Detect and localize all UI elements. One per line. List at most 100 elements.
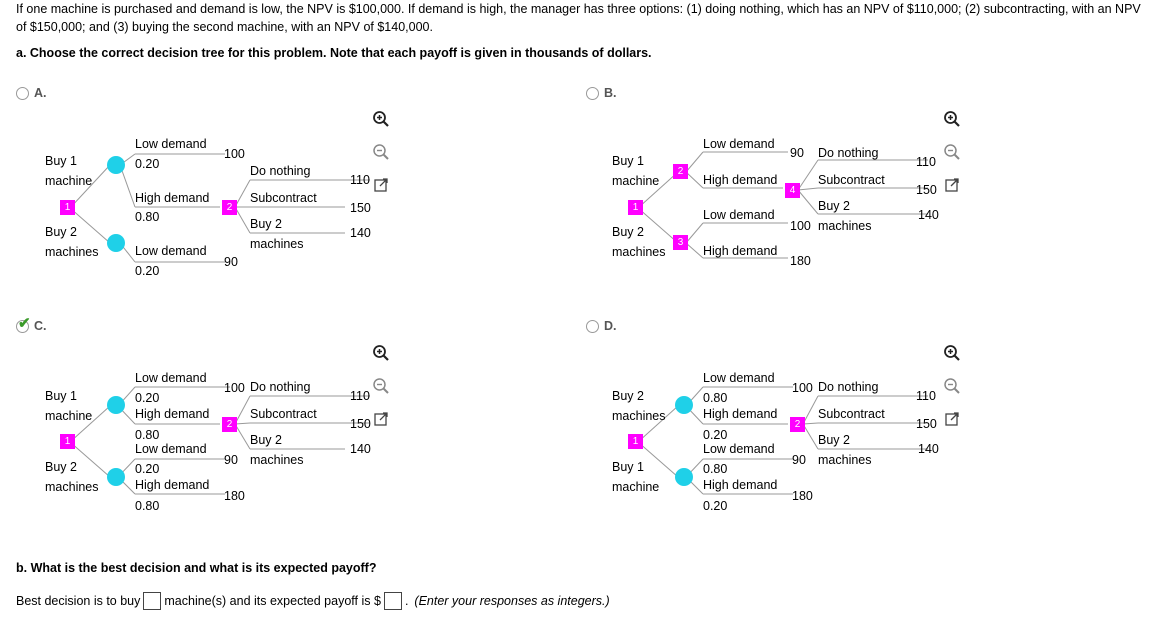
tree-d-v90: 90 xyxy=(792,453,806,467)
tree-d-v140: 140 xyxy=(918,442,939,456)
tree-a-high1: High demand xyxy=(135,191,210,205)
open-new-window-icon[interactable] xyxy=(943,410,961,428)
tree-c-lines xyxy=(69,386,370,495)
part-b-question: b. What is the best decision and what is… xyxy=(16,561,377,575)
zoom-out-icon[interactable] xyxy=(943,377,961,395)
answer-pre-text: Best decision is to buy xyxy=(16,594,141,608)
tree-a-buy2b: Buy 2 xyxy=(250,217,282,231)
zoom-out-icon[interactable] xyxy=(372,377,390,395)
tree-b-high2: High demand xyxy=(703,244,778,258)
tree-c-buy2: Buy 2 xyxy=(45,460,77,474)
tree-d-buy1: Buy 1 xyxy=(612,460,644,474)
tree-b-v140: 140 xyxy=(918,208,939,222)
tree-c-buy2b: Buy 2 xyxy=(250,433,282,447)
zoom-out-icon[interactable] xyxy=(943,143,961,161)
zoom-in-icon[interactable] xyxy=(372,110,390,128)
tree-d-low1: Low demand xyxy=(703,371,775,385)
decision-tree-c: Buy 1 machine Buy 2 machines 1 Low deman… xyxy=(40,344,580,554)
tree-c-decision-node-1: 1 xyxy=(60,434,75,449)
tree-b-machines: machines xyxy=(612,245,666,259)
tree-d-high1: High demand xyxy=(703,407,778,421)
tree-c-v140: 140 xyxy=(350,442,371,456)
tree-c-v110: 110 xyxy=(350,389,370,403)
answer-mid-text: machine(s) and its expected payoff is $ xyxy=(164,594,381,608)
tree-b-nothing: Do nothing xyxy=(818,146,879,160)
part-a-question: a. Choose the correct decision tree for … xyxy=(16,46,652,60)
tree-a-buy2: Buy 2 xyxy=(45,225,77,239)
tree-d-p-high1: 0.20 xyxy=(703,428,728,442)
tree-a-p-low1: 0.20 xyxy=(135,157,160,171)
tree-c-v180: 180 xyxy=(224,489,245,503)
tree-a-v150: 150 xyxy=(350,201,371,215)
tree-c-v90: 90 xyxy=(224,453,238,467)
tree-a-v110: 110 xyxy=(350,173,370,187)
zoom-in-icon[interactable] xyxy=(943,344,961,362)
tree-b-high1: High demand xyxy=(703,173,778,187)
tree-b-v90: 90 xyxy=(790,146,804,160)
option-a-radio[interactable] xyxy=(16,87,29,100)
tree-b-low2: Low demand xyxy=(703,208,775,222)
tree-c-nothing: Do nothing xyxy=(250,380,311,394)
tree-d-v150: 150 xyxy=(916,417,937,431)
tree-b-subcontract: Subcontract xyxy=(818,173,885,187)
tree-c-machine: machine xyxy=(45,409,93,423)
zoom-out-icon[interactable] xyxy=(372,143,390,161)
tree-a-p-low2: 0.20 xyxy=(135,264,160,278)
tree-c-chance-node-top xyxy=(107,396,125,414)
tree-c-p-high2: 0.80 xyxy=(135,499,160,513)
tree-d-machinesb: machines xyxy=(818,453,872,467)
machines-count-input[interactable] xyxy=(143,592,162,610)
tree-d-lines xyxy=(637,386,928,495)
answer-hint: (Enter your responses as integers.) xyxy=(414,594,610,608)
tree-a-machines: machines xyxy=(45,245,99,259)
tree-b-lines xyxy=(637,151,928,259)
open-new-window-icon[interactable] xyxy=(372,410,390,428)
option-b-radio[interactable] xyxy=(586,87,599,100)
correct-check-icon: ✔ xyxy=(18,315,31,332)
tree-d-buy2: Buy 2 xyxy=(612,389,644,403)
option-d-radio[interactable] xyxy=(586,320,599,333)
tree-a-buy1: Buy 1 xyxy=(45,154,77,168)
tree-a-low2: Low demand xyxy=(135,244,207,258)
tree-d-v180: 180 xyxy=(792,489,813,503)
tree-c-subcontract: Subcontract xyxy=(250,407,317,421)
tree-a-machine: machine xyxy=(45,174,93,188)
tree-b-v180: 180 xyxy=(790,254,811,268)
tree-b-machine: machine xyxy=(612,174,660,188)
tree-d-p-low1: 0.80 xyxy=(703,391,728,405)
tree-d-subcontract: Subcontract xyxy=(818,407,885,421)
tree-d-buy2b: Buy 2 xyxy=(818,433,850,447)
tree-c-decision-node-2: 2 xyxy=(222,417,237,432)
expected-payoff-input[interactable] xyxy=(383,592,402,610)
tree-c-p-high1: 0.80 xyxy=(135,428,160,442)
tree-c-low2: Low demand xyxy=(135,442,207,456)
open-new-window-icon[interactable] xyxy=(372,176,390,194)
tree-a-v100: 100 xyxy=(224,147,245,161)
tree-d-machine: machine xyxy=(612,480,660,494)
decision-tree-d: Buy 2 machines Buy 1 machine 1 Low deman… xyxy=(608,344,1148,554)
option-c-label: C. xyxy=(34,319,47,333)
tree-c-high1: High demand xyxy=(135,407,210,421)
zoom-in-icon[interactable] xyxy=(372,344,390,362)
tree-d-nothing: Do nothing xyxy=(818,380,879,394)
tree-d-low2: Low demand xyxy=(703,442,775,456)
tree-c-buy1: Buy 1 xyxy=(45,389,77,403)
tree-d-chance-node-top xyxy=(675,396,693,414)
tree-b-decision-node-4: 4 xyxy=(785,183,800,198)
open-new-window-icon[interactable] xyxy=(943,176,961,194)
tree-a-chance-node-bottom xyxy=(107,234,125,252)
tree-a-lines xyxy=(69,153,370,263)
tree-d-p-high2: 0.20 xyxy=(703,499,728,513)
zoom-in-icon[interactable] xyxy=(943,110,961,128)
tree-b-machinesb: machines xyxy=(818,219,872,233)
option-c-radio[interactable] xyxy=(16,320,29,333)
tree-a-subcontract: Subcontract xyxy=(250,191,317,205)
option-b-label: B. xyxy=(604,86,617,100)
tree-d-high2: High demand xyxy=(703,478,778,492)
tree-d-decision-node-1: 1 xyxy=(628,434,643,449)
tree-c-machines: machines xyxy=(45,480,99,494)
tree-d-machines: machines xyxy=(612,409,666,423)
tree-b-buy2: Buy 2 xyxy=(612,225,644,239)
tree-b-v100: 100 xyxy=(790,219,811,233)
tree-c-p-low2: 0.20 xyxy=(135,462,160,476)
